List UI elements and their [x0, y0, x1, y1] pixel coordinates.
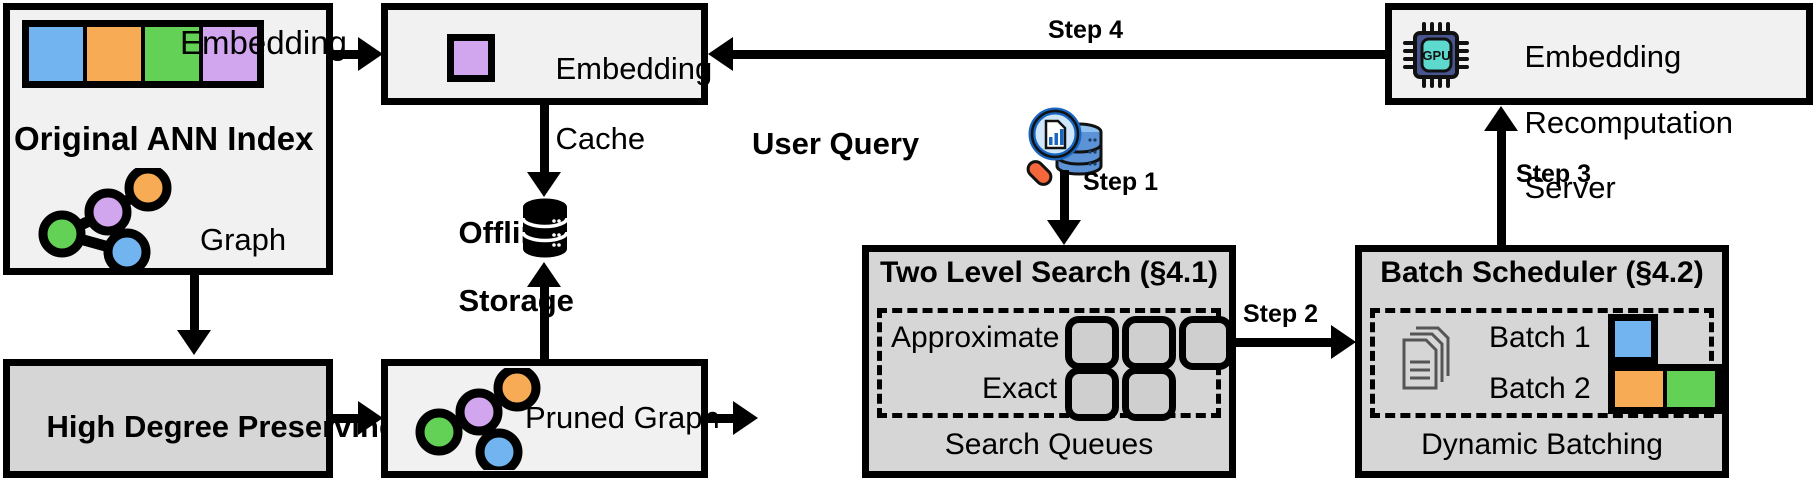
arrow-index-to-cache-line [333, 50, 363, 59]
arrow-index-to-cache-head [358, 37, 383, 71]
arrow-cache-to-storage-line [540, 105, 549, 177]
batch-2-label: Batch 2 [1489, 372, 1591, 405]
embedding-cache-line2: Cache [555, 121, 646, 157]
step1-label: Step 1 [1083, 168, 1159, 196]
graph-label: Graph [200, 222, 287, 257]
exact-queue-slots [1065, 367, 1176, 421]
arrow-step4-line [733, 50, 1385, 59]
approximate-label: Approximate [891, 321, 1060, 354]
recomp-line3: Server [1524, 170, 1616, 206]
batch-1-color-blue [1608, 314, 1658, 364]
batch-scheduler-panel [1355, 245, 1729, 478]
search-queues-footer: Search Queues [944, 428, 1154, 461]
recomp-line1: Embedding [1524, 38, 1682, 74]
embedding-cell-blue [29, 27, 87, 81]
step2-label: Step 2 [1243, 300, 1319, 328]
embedding-cell-green [145, 27, 203, 81]
arrow-step2-head [1331, 325, 1356, 359]
two-level-search-title: Two Level Search (§4.1) [880, 256, 1218, 289]
arrow-prunedgraph-to-storage-head [527, 262, 561, 287]
step3-label: Step 3 [1516, 160, 1592, 188]
recomp-line2: Recomputation [1524, 104, 1733, 140]
arrow-step1-head [1047, 220, 1081, 245]
dynamic-batching-footer: Dynamic Batching [1421, 428, 1663, 461]
pruned-graph-label: Pruned Graph [525, 400, 720, 435]
approximate-queue-slots [1065, 316, 1233, 370]
documents-stack-icon [1402, 326, 1450, 390]
batch-scheduler-title: Batch Scheduler (§4.2) [1380, 256, 1704, 289]
arrow-step3-head [1484, 106, 1518, 131]
approximate-slot [1065, 316, 1119, 370]
offline-storage-label: Offline Storage [424, 182, 573, 352]
svg-text:GPU: GPU [1422, 48, 1450, 63]
gpu-chip-icon: GPU [1403, 22, 1469, 88]
graph-pruning-panel [3, 359, 333, 478]
database-cylinder-icon [521, 198, 569, 258]
embedding-label: Embedding [180, 24, 347, 61]
arrow-pruning-to-prunedgraph-line [333, 414, 363, 423]
embedding-cache-title: Embedding Cache [521, 16, 712, 191]
exact-label: Exact [982, 372, 1058, 405]
arrow-step1-line [1060, 170, 1069, 232]
arrow-cache-to-storage-head [527, 172, 561, 197]
approximate-slot [1122, 316, 1176, 370]
exact-slot [1122, 367, 1176, 421]
original-ann-index-title: Original ANN Index [14, 120, 314, 157]
recomputation-server-title: Embedding Recomputation Server [1490, 8, 1733, 238]
arrow-prunedgraph-to-search-head [733, 401, 758, 435]
embedding-strip [22, 20, 264, 88]
arrow-index-to-pruning-line [190, 275, 199, 335]
pruned-graph-figure [415, 368, 541, 470]
arrow-prunedgraph-to-search-line [708, 414, 738, 423]
dynamic-batching-dashed-area [1370, 308, 1714, 418]
arrow-pruning-to-prunedgraph-head [358, 401, 383, 435]
arrow-index-to-pruning-head [177, 330, 211, 355]
purple-square-icon [447, 34, 495, 82]
step4-label: Step 4 [1048, 16, 1124, 44]
arrow-step2-line [1236, 338, 1336, 347]
batch-2-color-green [1667, 371, 1715, 407]
exact-slot [1065, 367, 1119, 421]
embedding-cell-purple [203, 27, 257, 81]
arrow-step3-line [1497, 130, 1506, 245]
batch-2-color-orange [1615, 371, 1667, 407]
pruning-line2: Graph Pruning (§5) [46, 478, 327, 481]
original-index-graph [38, 168, 172, 268]
approximate-slot [1179, 316, 1233, 370]
batch-1-label: Batch 1 [1489, 321, 1591, 354]
arrow-prunedgraph-to-storage-line [540, 285, 549, 360]
magnifier-database-icon [1026, 107, 1103, 186]
graph-pruning-title: High Degree Preserving Graph Pruning (§5… [12, 375, 397, 481]
embedding-cache-line1: Embedding [555, 51, 713, 87]
batch-2-color-group [1608, 364, 1722, 414]
embedding-cell-orange [87, 27, 145, 81]
offline-storage-line2: Storage [458, 283, 574, 319]
user-query-label: User Query [752, 126, 920, 161]
arrow-step4-head [708, 37, 733, 71]
embedding-cache-panel [381, 3, 708, 105]
